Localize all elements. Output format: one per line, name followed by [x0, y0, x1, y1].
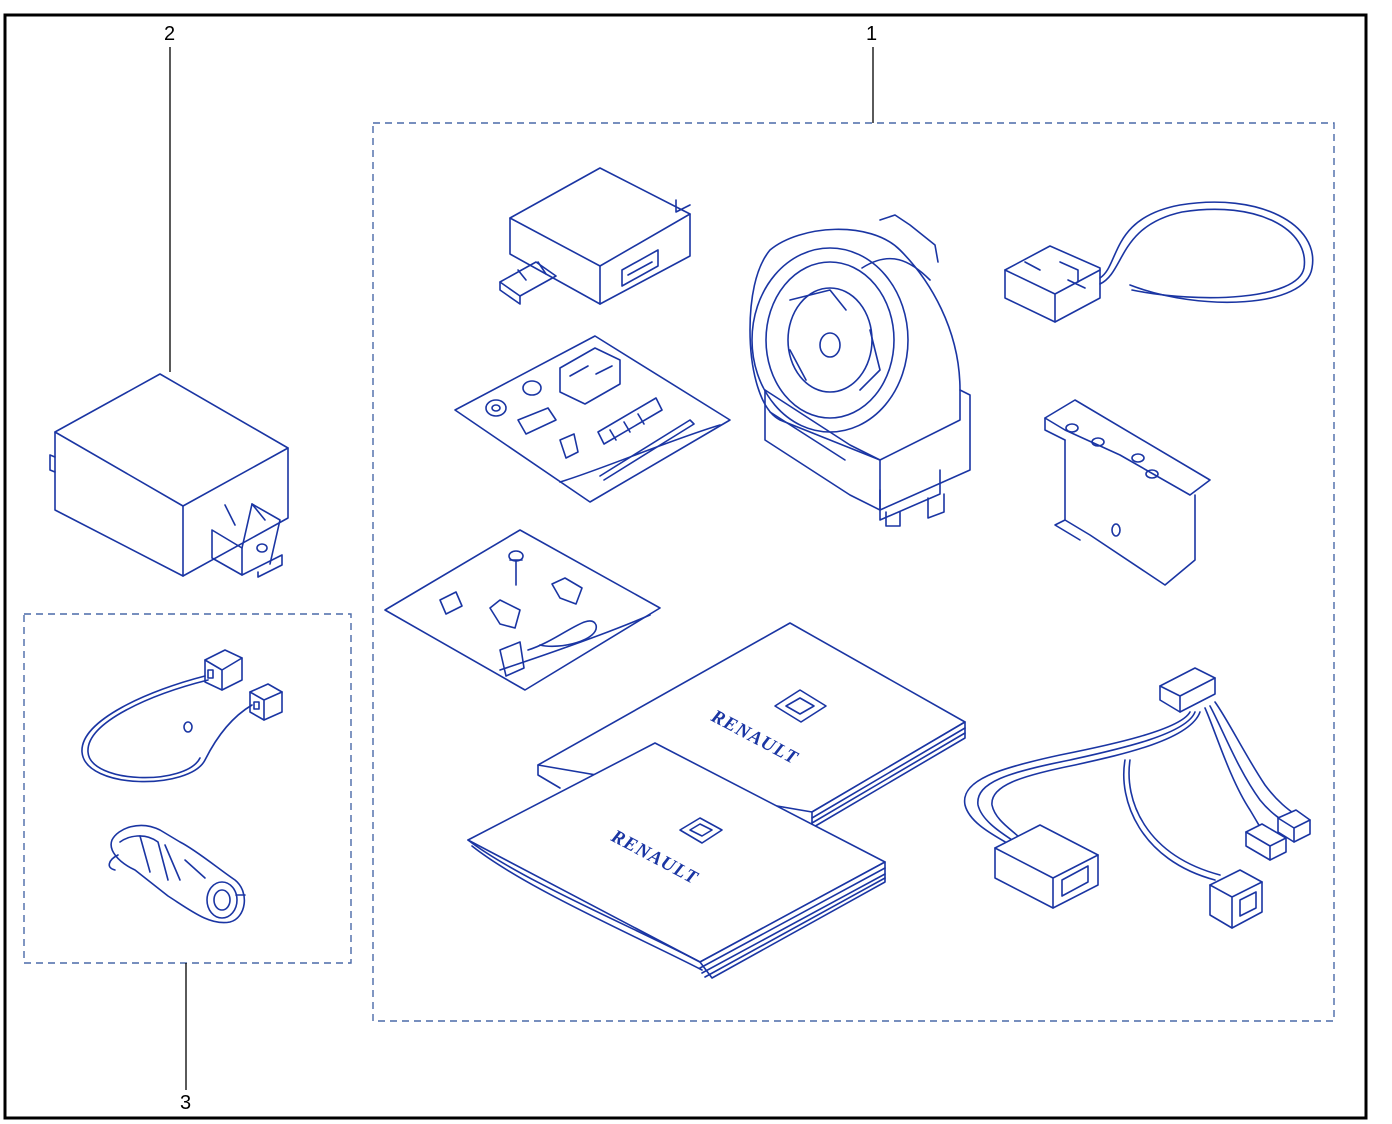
bulb-holder — [108, 824, 246, 924]
control-module-box — [49, 373, 289, 578]
siren-unit — [749, 214, 971, 527]
kit-1-group-box — [372, 122, 1335, 1022]
wiring-harness — [963, 667, 1311, 929]
callout-3: 3 — [180, 1092, 192, 1114]
hardware-bag — [454, 335, 731, 503]
callout-1: 1 — [866, 23, 878, 45]
wire-with-connector — [1004, 201, 1314, 323]
kit-3-group-box — [23, 613, 352, 964]
small-parts-bag — [384, 529, 661, 691]
harness-with-connectors — [81, 649, 283, 783]
kit-control-module — [499, 167, 691, 305]
user-manual-front — [467, 742, 886, 979]
outer-frame — [3, 13, 1368, 1120]
callout-2: 2 — [164, 23, 176, 45]
mounting-bracket — [1044, 399, 1211, 586]
